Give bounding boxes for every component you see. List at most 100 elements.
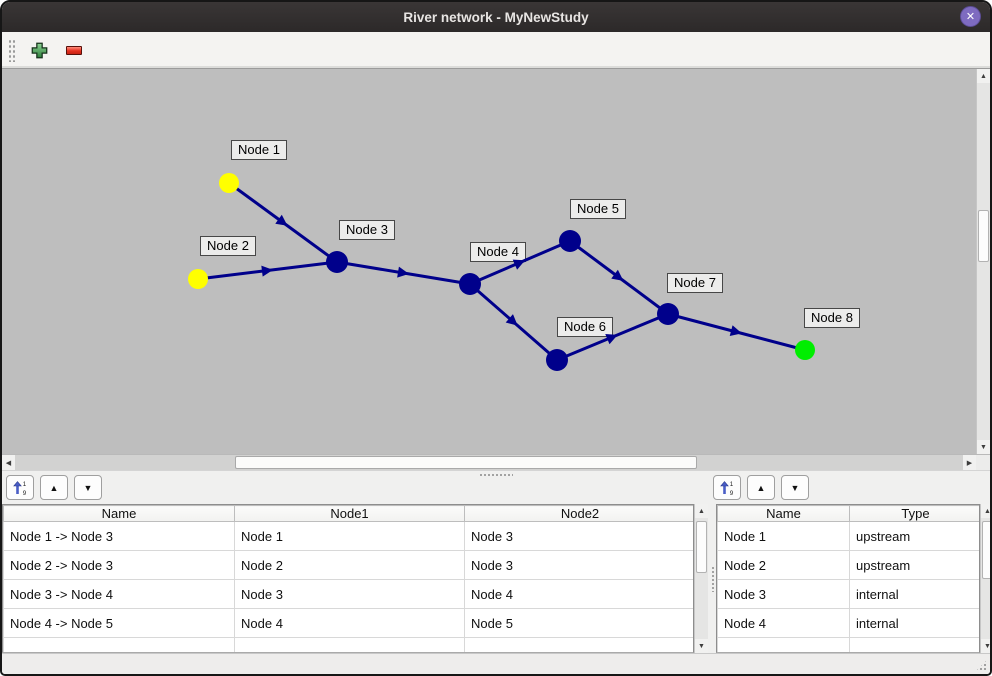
edge-node-7-to-node-8[interactable] bbox=[667, 312, 806, 352]
table-cell[interactable]: Node 3 bbox=[717, 579, 850, 609]
column-header-name[interactable]: Name bbox=[717, 505, 850, 522]
table-cell[interactable]: Node 2 bbox=[717, 550, 850, 580]
scroll-up-button[interactable]: ▲ bbox=[981, 504, 990, 518]
scroll-up-button[interactable]: ▲ bbox=[977, 69, 990, 83]
branch-sort-button[interactable]: 1 9 bbox=[6, 475, 34, 500]
scroll-thumb[interactable] bbox=[978, 210, 989, 262]
sort-ascending-icon: 1 9 bbox=[720, 480, 734, 496]
table-cell[interactable]: Node 2 -> Node 3 bbox=[3, 550, 235, 580]
node-move-up-button[interactable]: ▲ bbox=[747, 475, 775, 500]
table-cell[interactable]: internal bbox=[849, 579, 979, 609]
scroll-up-button[interactable]: ▲ bbox=[695, 504, 708, 518]
edge-node-3-to-node-4[interactable] bbox=[336, 260, 471, 286]
scroll-thumb[interactable] bbox=[696, 521, 707, 573]
table-cell[interactable]: upstream bbox=[849, 521, 979, 551]
table-cell[interactable]: Node 3 -> Node 4 bbox=[3, 579, 235, 609]
toolbar-drag-handle[interactable] bbox=[7, 38, 15, 62]
node-table-scrollbar[interactable]: ▲ ▼ bbox=[980, 504, 991, 653]
node-4-label: Node 4 bbox=[470, 242, 526, 262]
down-triangle-icon: ▼ bbox=[984, 642, 991, 650]
pane-splitter-handle[interactable] bbox=[479, 472, 513, 476]
node-6-circle[interactable] bbox=[546, 349, 568, 371]
river-network-svg bbox=[188, 173, 815, 371]
node-7-circle[interactable] bbox=[657, 303, 679, 325]
node-move-down-button[interactable]: ▼ bbox=[781, 475, 809, 500]
table-cell[interactable]: Node 1 -> Node 3 bbox=[3, 521, 235, 551]
svg-text:9: 9 bbox=[730, 490, 734, 496]
node-sort-button[interactable]: 1 9 bbox=[713, 475, 741, 500]
table-cell[interactable]: Node 5 bbox=[464, 608, 693, 638]
scroll-right-button[interactable]: ▶ bbox=[963, 455, 976, 470]
column-header-node1[interactable]: Node1 bbox=[234, 505, 465, 522]
table-cell[interactable]: Node 1 bbox=[717, 521, 850, 551]
titlebar[interactable]: River network - MyNewStudy ✕ bbox=[2, 2, 990, 32]
scroll-down-button[interactable]: ▼ bbox=[977, 440, 990, 454]
scroll-thumb[interactable] bbox=[982, 521, 990, 579]
scroll-track[interactable] bbox=[695, 518, 708, 639]
close-button[interactable]: ✕ bbox=[960, 6, 981, 27]
tables-splitter[interactable] bbox=[708, 504, 716, 653]
scroll-track[interactable] bbox=[981, 518, 990, 639]
scroll-track[interactable] bbox=[977, 83, 990, 440]
branch-move-down-button[interactable]: ▼ bbox=[74, 475, 102, 500]
edge-node-2-to-node-3[interactable] bbox=[197, 260, 338, 281]
canvas-vertical-scrollbar[interactable]: ▲ ▼ bbox=[976, 69, 990, 454]
edge-node-1-to-node-3[interactable] bbox=[228, 181, 338, 264]
node-8-circle[interactable] bbox=[795, 340, 815, 360]
plus-icon bbox=[31, 42, 47, 58]
table-cell[interactable]: Node 4 -> Node 5 bbox=[3, 608, 235, 638]
add-button[interactable] bbox=[28, 39, 50, 61]
table-cell[interactable]: Node 3 bbox=[464, 521, 693, 551]
scroll-thumb[interactable] bbox=[235, 456, 697, 469]
table-cell[interactable]: Node 2 bbox=[234, 550, 465, 580]
window-title: River network - MyNewStudy bbox=[403, 9, 589, 25]
node-3-circle[interactable] bbox=[326, 251, 348, 273]
scroll-down-button[interactable]: ▼ bbox=[981, 639, 991, 653]
edge-node-4-to-node-5[interactable] bbox=[469, 239, 571, 286]
node-5-circle[interactable] bbox=[559, 230, 581, 252]
branch-move-up-button[interactable]: ▲ bbox=[40, 475, 68, 500]
node-1-circle[interactable] bbox=[219, 173, 239, 193]
column-header-name[interactable]: Name bbox=[3, 505, 235, 522]
table-cell[interactable]: Node 3 bbox=[464, 550, 693, 580]
table-cell[interactable]: Node 4 bbox=[717, 608, 850, 638]
canvas-horizontal-scrollbar[interactable]: ◀ ▶ bbox=[2, 454, 990, 470]
table-cell bbox=[234, 637, 465, 652]
column-header-node2[interactable]: Node2 bbox=[464, 505, 693, 522]
scroll-down-button[interactable]: ▼ bbox=[695, 639, 708, 653]
node-4-circle[interactable] bbox=[459, 273, 481, 295]
table-cell[interactable]: upstream bbox=[849, 550, 979, 580]
up-triangle-icon: ▲ bbox=[756, 482, 766, 493]
table-cell[interactable]: Node 1 bbox=[234, 521, 465, 551]
branch-table-scrollbar[interactable]: ▲ ▼ bbox=[694, 504, 708, 653]
node-2-circle[interactable] bbox=[188, 269, 208, 289]
scroll-left-button[interactable]: ◀ bbox=[2, 455, 15, 470]
column-header-type[interactable]: Type bbox=[849, 505, 979, 522]
scroll-track[interactable] bbox=[15, 455, 963, 470]
remove-button[interactable] bbox=[63, 39, 85, 61]
edge-node-6-to-node-7[interactable] bbox=[556, 312, 669, 362]
edge-node-5-to-node-7[interactable] bbox=[569, 239, 669, 316]
table-cell bbox=[717, 637, 850, 652]
table-cell[interactable]: Node 3 bbox=[234, 579, 465, 609]
resize-grip[interactable] bbox=[975, 659, 988, 672]
table-row-partial bbox=[717, 637, 979, 652]
edge-node-4-to-node-6[interactable] bbox=[469, 282, 558, 362]
table-cell[interactable]: internal bbox=[849, 608, 979, 638]
table-cell[interactable]: Node 4 bbox=[464, 579, 693, 609]
table-cell[interactable]: Node 4 bbox=[234, 608, 465, 638]
splitter-handle[interactable] bbox=[710, 565, 714, 592]
branch-table-toolbar: 1 9 ▲ ▼ bbox=[6, 475, 102, 500]
